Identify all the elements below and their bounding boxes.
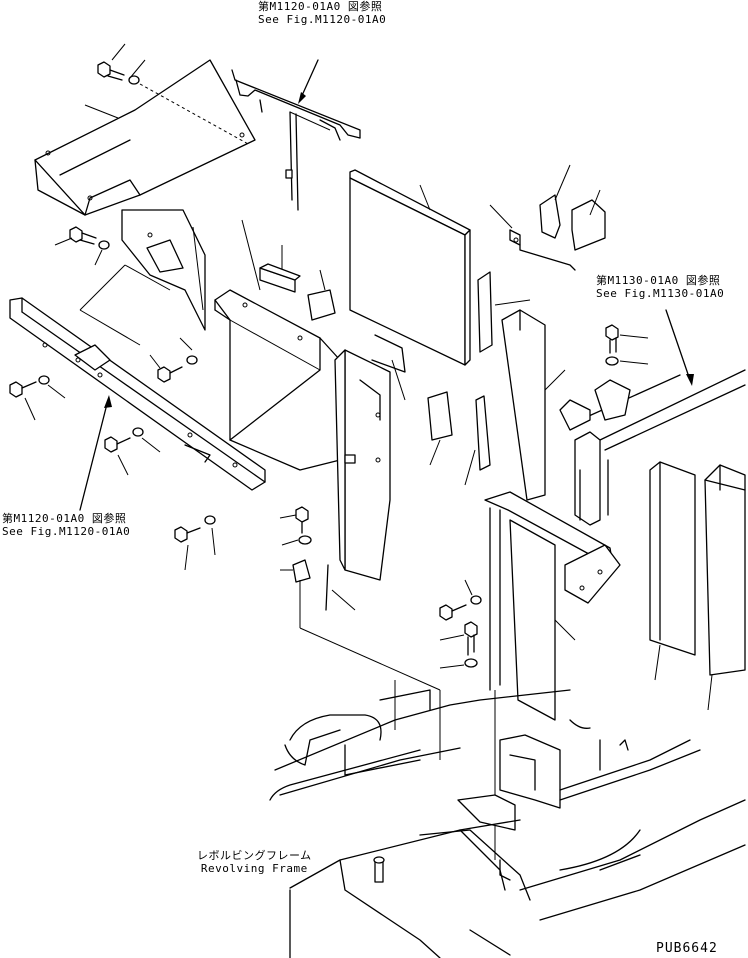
- reference-callout-right: 第M1130-01A0 図参照 See Fig.M1130-01A0: [596, 274, 724, 300]
- right-pad-1: [649, 461, 696, 681]
- right-pad-2: [704, 464, 746, 711]
- tall-center-panel: [325, 349, 391, 611]
- drawing-code: PUB6642: [656, 941, 718, 956]
- large-pad: [349, 169, 471, 366]
- bolt-rail-1: [9, 375, 66, 421]
- small-pad: [427, 391, 453, 466]
- bolt-center-1: [279, 506, 312, 546]
- left-long-rail: [9, 297, 266, 491]
- right-frame-rail: [559, 369, 746, 526]
- vertical-frame: [484, 491, 621, 721]
- frame-label-jp: レボルビングフレーム: [197, 849, 312, 862]
- reference-right-jp: 第M1130-01A0 図参照: [596, 274, 721, 287]
- revolving-frame-label: レボルビングフレーム Revolving Frame: [197, 849, 312, 875]
- tall-rubber-pad: [501, 309, 566, 501]
- reference-left-jp: 第M1120-01A0 図参照: [2, 512, 127, 525]
- reference-top-en: See Fig.M1120-01A0: [258, 13, 387, 26]
- reference-top-jp: 第M1120-01A0 図参照: [258, 0, 383, 13]
- bolt-mid-left: [54, 226, 110, 266]
- bolt-center-2: [439, 579, 482, 621]
- center-panel: [214, 219, 341, 471]
- bolt-center-3: [439, 621, 478, 669]
- upper-cover-plate: [34, 59, 256, 216]
- mount-bracket: [489, 204, 576, 271]
- top-bracket-rail: [231, 69, 361, 211]
- u-clip: [371, 334, 406, 373]
- bolt-rail-3: [174, 515, 216, 571]
- bolt-rail-2: [104, 427, 161, 476]
- small-blocks: [259, 263, 336, 321]
- reference-right-en: See Fig.M1130-01A0: [596, 287, 725, 300]
- corner-blocks: [539, 164, 606, 251]
- bolt-right: [605, 324, 649, 366]
- angled-bracket-plate: [79, 209, 206, 346]
- bolt-mid: [149, 337, 198, 383]
- bolt-top-left: [97, 43, 251, 146]
- vertical-rubber-strip: [477, 271, 531, 353]
- narrow-strip: [464, 395, 491, 486]
- clip-center: [280, 559, 311, 583]
- reference-callout-left: 第M1120-01A0 図参照 See Fig.M1120-01A0: [2, 512, 130, 538]
- revolving-frame: [269, 689, 746, 958]
- frame-label-en: Revolving Frame: [200, 862, 308, 875]
- reference-left-en: See Fig.M1120-01A0: [2, 525, 131, 538]
- reference-callout-top: 第M1120-01A0 図参照 See Fig.M1120-01A0: [258, 0, 386, 26]
